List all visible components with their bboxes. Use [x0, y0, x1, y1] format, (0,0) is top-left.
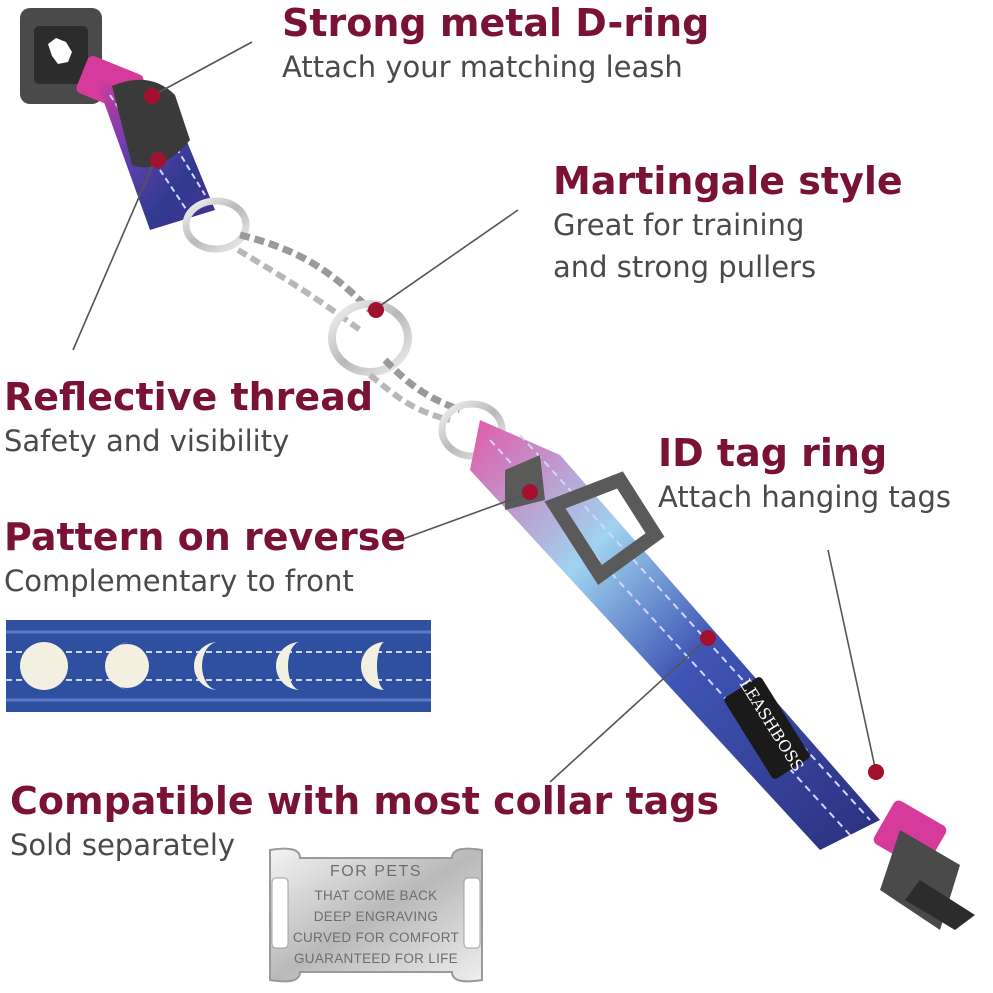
feature-compatible: Compatible with most collar tags Sold se… [10, 779, 720, 866]
tag-line-2: THAT COME BACK [314, 888, 438, 903]
feature-pattern: Pattern on reverse Complementary to fron… [4, 515, 407, 602]
leader-line-martingale [373, 209, 519, 311]
feature-dring: Strong metal D-ring Attach your matching… [282, 1, 710, 88]
tag-line-4: CURVED FOR COMFORT [292, 930, 460, 945]
moon-phase-icon [105, 644, 149, 688]
tag-line-5: GUARANTEED FOR LIFE [294, 951, 458, 966]
feature-idtag: ID tag ring Attach hanging tags [658, 431, 952, 518]
leader-lines [72, 41, 877, 783]
d-ring-keeper [112, 79, 190, 168]
leader-line-reflective [72, 159, 156, 351]
moon-phase-icon [20, 642, 68, 690]
brand-label [724, 677, 810, 779]
feature-pattern-subtitle: Complementary to front [4, 563, 354, 598]
feature-dring-subtitle: Attach your matching leash [282, 49, 683, 84]
feature-martingale-title: Martingale style [553, 159, 903, 203]
red-dot-marker-reflective [150, 152, 166, 168]
feature-idtag-subtitle: Attach hanging tags [658, 479, 952, 514]
martingale-chain [182, 197, 506, 460]
red-dot-marker-idtag [868, 764, 884, 780]
feature-pattern-title: Pattern on reverse [4, 515, 407, 559]
feature-reflective: Reflective thread Safety and visibility [4, 375, 374, 462]
collar-tag-plate: FOR PETS THAT COME BACK DEEP ENGRAVING C… [263, 843, 489, 985]
red-dot-marker-compatible [700, 630, 716, 646]
feature-compatible-title: Compatible with most collar tags [10, 779, 720, 823]
red-dot-marker-dring [144, 88, 160, 104]
feature-martingale-subtitle-1: Great for training [553, 207, 805, 242]
bottom-buckle [873, 800, 975, 930]
moon-phase-icon [276, 642, 300, 690]
feature-compatible-subtitle: Sold separately [10, 827, 236, 862]
tag-line-1: FOR PETS [329, 863, 422, 880]
reverse-pattern-swatch [6, 620, 431, 712]
red-dot-marker-pattern [522, 484, 538, 500]
feature-martingale-subtitle-2: and strong pullers [553, 249, 817, 284]
leader-line-compatible [549, 637, 709, 783]
leader-line-idtag [827, 549, 877, 773]
feature-martingale: Martingale style Great for training and … [553, 159, 903, 288]
feature-reflective-title: Reflective thread [4, 375, 374, 419]
leader-line-pattern [399, 491, 533, 541]
dog-logo-icon [48, 38, 72, 64]
feature-dring-title: Strong metal D-ring [282, 1, 710, 45]
feature-reflective-subtitle: Safety and visibility [4, 423, 290, 458]
tag-line-3: DEEP ENGRAVING [313, 909, 439, 924]
tri-glide-adjuster [544, 471, 665, 586]
collar-tag-plate-shape [269, 847, 483, 983]
red-dot-marker-martingale [368, 302, 384, 318]
moon-phase-icon [361, 642, 385, 690]
feature-idtag-title: ID tag ring [658, 431, 888, 475]
moon-phase-icon [194, 642, 218, 690]
leader-line-dring [151, 41, 253, 97]
